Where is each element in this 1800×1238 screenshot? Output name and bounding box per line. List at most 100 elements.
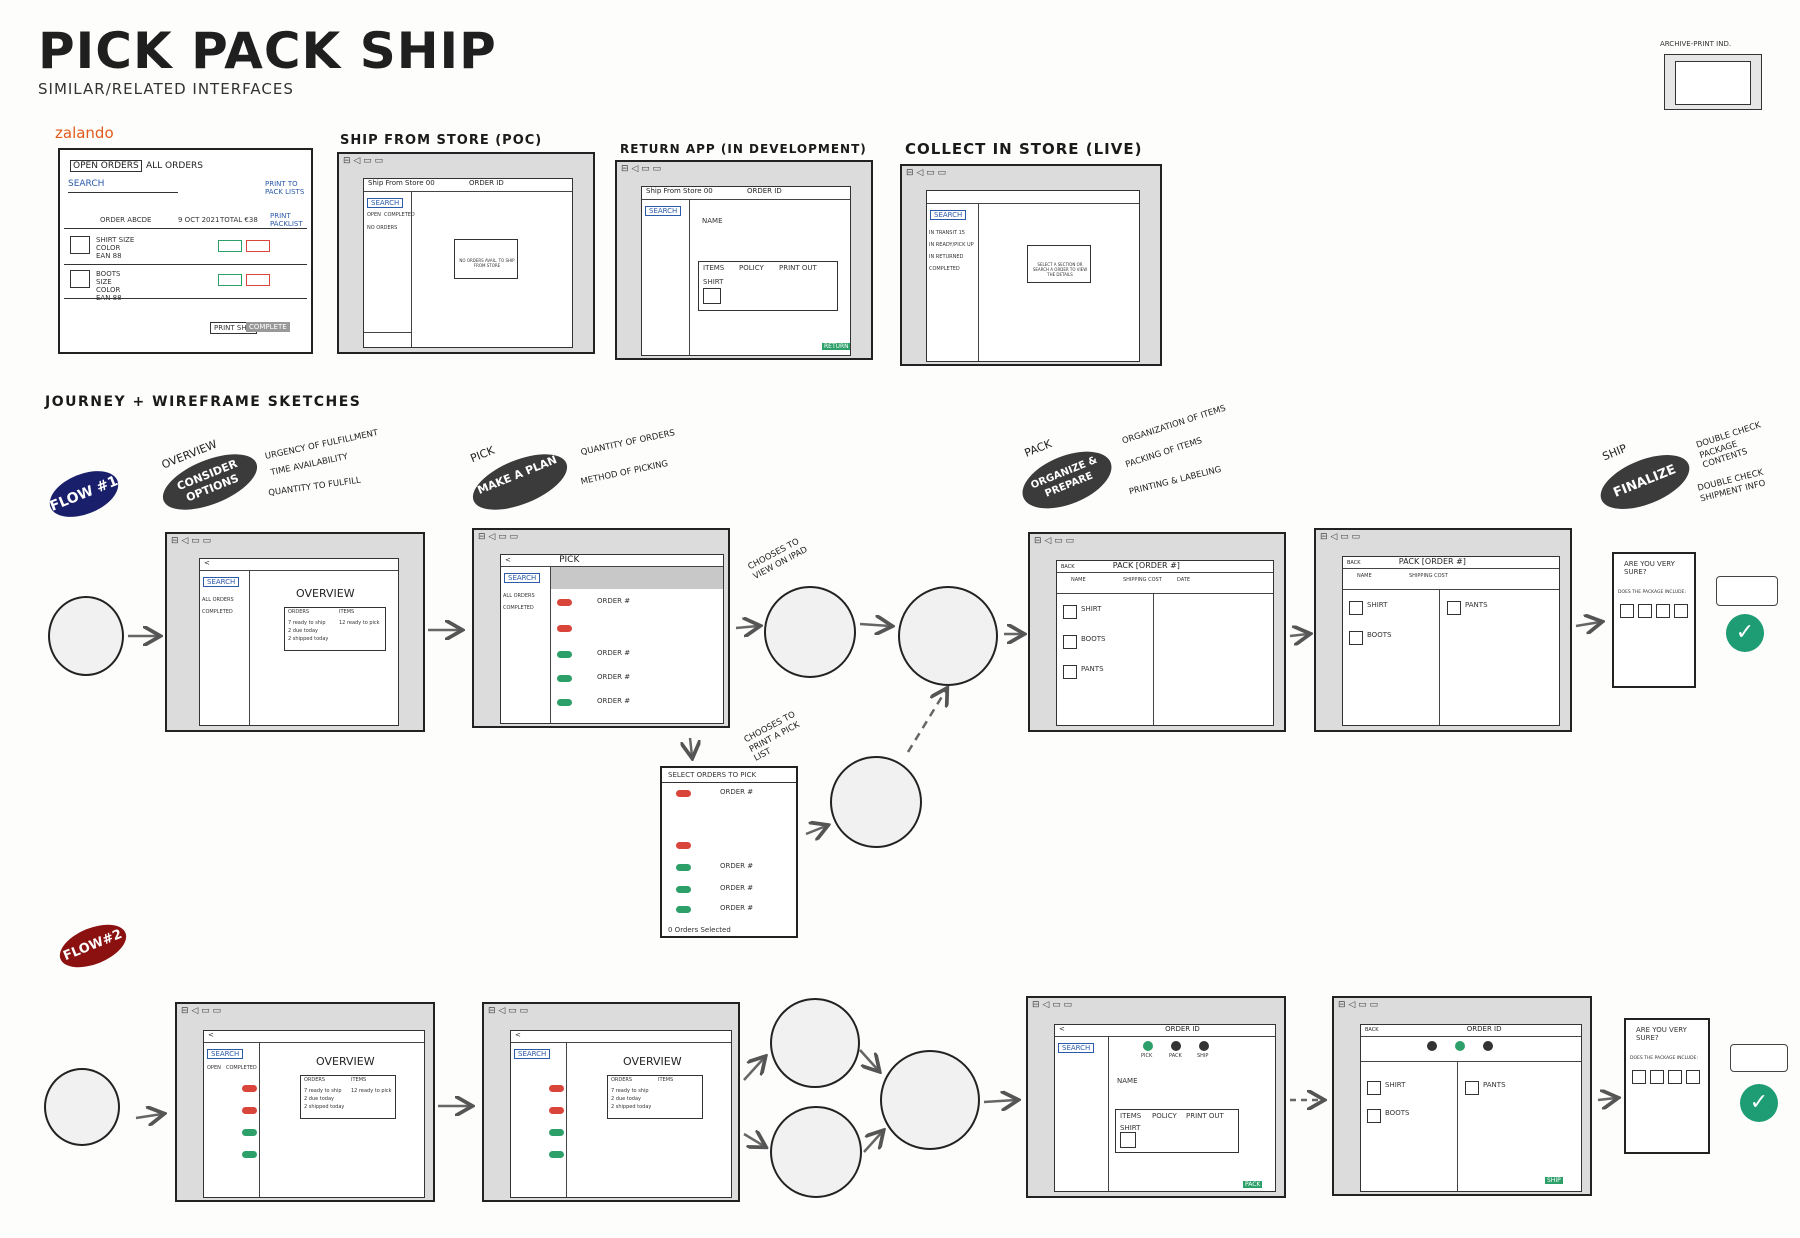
f2-pack-tablet: ⊟ ◁ ▭ ▭ BACK ORDER ID SHIRT BOOTS PANTS … [1332, 996, 1592, 1196]
sfs-tab-open[interactable]: OPEN [367, 212, 381, 218]
f1-overview-tablet: ⊟ ◁ ▭ ▭ < SEARCH ALL ORDERS COMPLETED OV… [165, 532, 425, 732]
collect-row-2[interactable]: IN READY/PICK UP [929, 242, 974, 248]
zalando-tab-all[interactable]: ALL ORDERS [146, 161, 203, 171]
shirt-icon [1120, 1132, 1136, 1148]
collect-search[interactable]: SEARCH [930, 210, 967, 220]
select-orders-panel: SELECT ORDERS TO PICK ORDER # ORDER # OR… [660, 766, 798, 938]
zalando-row-print[interactable]: PRINT PACKLIST [270, 212, 303, 228]
f1p-search[interactable]: SEARCH [504, 573, 541, 583]
f1-check-icon: ✓ [1726, 614, 1764, 652]
ret-tab-print[interactable]: PRINT OUT [779, 264, 817, 272]
f1p-title: PICK [559, 555, 580, 565]
collect-row-3[interactable]: IN RETURNED [929, 254, 964, 260]
f2k-pants: PANTS [1483, 1081, 1506, 1089]
ret-search[interactable]: SEARCH [645, 206, 682, 216]
f1-pick-tablet: ⊟ ◁ ▭ ▭ < PICK SEARCH ALL ORDERS COMPLET… [472, 528, 730, 728]
f2o-open[interactable]: OPEN [207, 1065, 221, 1071]
f1o-search[interactable]: SEARCH [203, 577, 240, 587]
f1-pack-tablet-1: ⊟ ◁ ▭ ▭ BACK PACK [ORDER #] NAME SHIPPIN… [1028, 532, 1286, 732]
ret-tab-items[interactable]: ITEMS [703, 264, 725, 272]
return-app-tablet: ⊟ ◁ ▭ ▭ Ship From Store 00 ORDER ID SEAR… [615, 160, 873, 360]
zalando-row-date: 9 OCT 2021 [178, 216, 220, 224]
ship-from-store-tablet: ⊟ ◁ ▭ ▭ Ship From Store 00 ORDER ID SEAR… [337, 152, 595, 354]
f1-pack-tablet-2: ⊟ ◁ ▭ ▭ BACK PACK [ORDER #] NAME SHIPPIN… [1314, 528, 1572, 732]
f1p-order-4[interactable]: ORDER # [597, 697, 631, 705]
f1k2-back[interactable]: BACK [1347, 560, 1361, 566]
collect-row-1[interactable]: IN TRANSIT 15 [929, 230, 965, 236]
ship-from-store-caption: SHIP FROM STORE (POC) [340, 133, 543, 148]
f2d-tab-policy[interactable]: POLICY [1152, 1112, 1177, 1120]
f1k2-pants: PANTS [1465, 601, 1488, 609]
sel-order-4[interactable]: ORDER # [720, 904, 754, 912]
f1k-boots: BOOTS [1081, 635, 1106, 643]
shirt-icon [703, 288, 721, 304]
sel-order-3[interactable]: ORDER # [720, 884, 754, 892]
zalando-search[interactable]: SEARCH [68, 179, 105, 189]
f1p-order-2[interactable]: ORDER # [597, 649, 631, 657]
collect-empty-state: SELECT A SECTION OR SEARCH A ORDER TO VI… [1027, 245, 1091, 283]
f2o-title: OVERVIEW [316, 1055, 375, 1068]
f1p-order-3[interactable]: ORDER # [597, 673, 631, 681]
f1p-completed[interactable]: COMPLETED [503, 605, 534, 611]
f2o-completed[interactable]: COMPLETED [226, 1065, 257, 1071]
f2d-tab-items[interactable]: ITEMS [1120, 1112, 1142, 1120]
ret-item: SHIRT [703, 278, 724, 286]
zalando-complete-button[interactable]: COMPLETE [246, 322, 290, 332]
collect-tablet: ⊟ ◁ ▭ ▭ SEARCH IN TRANSIT 15 IN READY/PI… [900, 164, 1162, 366]
select-count: 0 Orders Selected [668, 926, 731, 934]
boots-icon [1063, 635, 1077, 649]
persona-circle-1 [48, 596, 124, 676]
ret-return-button[interactable]: RETURN [822, 343, 850, 350]
sfs-back[interactable]: Ship From Store 00 [368, 179, 435, 187]
zalando-print[interactable]: PRINT TO PACK LISTS [265, 180, 305, 196]
f1k-title: PACK [ORDER #] [1112, 561, 1180, 570]
f2-order-tablet: ⊟ ◁ ▭ ▭ < ORDER ID SEARCH PICK PACK SHIP… [1026, 996, 1286, 1198]
f2-package-q: DOES THE PACKAGE INCLUDE: [1630, 1056, 1698, 1061]
f2d-search[interactable]: SEARCH [1058, 1043, 1095, 1053]
f2-confirm-panel: ARE YOU VERY SURE? DOES THE PACKAGE INCL… [1624, 1018, 1710, 1154]
f2k-ship-button[interactable]: SHIP [1545, 1177, 1563, 1184]
sfs-tab-completed[interactable]: COMPLETED [384, 212, 415, 218]
ret-back[interactable]: Ship From Store 00 [646, 187, 713, 195]
sel-order-1[interactable]: ORDER # [720, 788, 754, 796]
f2-overview-tablet-2: ⊟ ◁ ▭ ▭ < SEARCH OVERVIEW ORDERS ITEMS 7… [482, 1002, 740, 1202]
f2k-boots: BOOTS [1385, 1109, 1410, 1117]
select-title: SELECT ORDERS TO PICK [668, 771, 757, 779]
collect-row-4[interactable]: COMPLETED [929, 266, 960, 272]
ret-tab-policy[interactable]: POLICY [739, 264, 764, 272]
f2d-step-pack [1171, 1041, 1181, 1051]
f1o-all-orders[interactable]: ALL ORDERS [202, 597, 234, 603]
f1k2-shirt: SHIRT [1367, 601, 1388, 609]
f1k2-title: PACK [ORDER #] [1398, 557, 1466, 566]
sel-order-2[interactable]: ORDER # [720, 862, 754, 870]
ret-order-id: ORDER ID [747, 187, 782, 195]
truck-icon [1730, 1044, 1788, 1072]
f1k2-boots: BOOTS [1367, 631, 1392, 639]
f2o-search[interactable]: SEARCH [207, 1049, 244, 1059]
f1p-all-orders[interactable]: ALL ORDERS [503, 593, 535, 599]
sfs-search[interactable]: SEARCH [367, 198, 404, 208]
boots-icon [70, 270, 90, 288]
f2d-name: NAME [1117, 1077, 1138, 1085]
f2d-step-ship [1199, 1041, 1209, 1051]
f2k-shirt: SHIRT [1385, 1081, 1406, 1089]
f2-ipad-circle [770, 998, 860, 1088]
f2d-step-pick [1143, 1041, 1153, 1051]
rack-circle [830, 756, 922, 848]
f1o-completed[interactable]: COMPLETED [202, 609, 233, 615]
f2d-pack-button[interactable]: PACK [1243, 1181, 1263, 1188]
f1p-order-1[interactable]: ORDER # [597, 597, 631, 605]
f2o2-search[interactable]: SEARCH [514, 1049, 551, 1059]
archive-label: ARCHIVE-PRINT IND. [1660, 40, 1732, 48]
f2k-back[interactable]: BACK [1365, 1027, 1379, 1033]
f2d-tab-print[interactable]: PRINT OUT [1186, 1112, 1224, 1120]
f1k-back[interactable]: BACK [1061, 564, 1075, 570]
f2-rack-circle [770, 1106, 862, 1198]
journey-section-label: JOURNEY + WIREFRAME SKETCHES [45, 394, 362, 410]
zalando-brand: zalando [55, 124, 114, 142]
f2o2-title: OVERVIEW [623, 1055, 682, 1068]
f2-confirm-q: ARE YOU VERY SURE? [1636, 1026, 1687, 1042]
zalando-row-total: TOTAL €38 [220, 216, 258, 224]
f2d-detail: ITEMS POLICY PRINT OUT SHIRT [1115, 1109, 1239, 1153]
zalando-tab-open[interactable]: OPEN ORDERS [70, 160, 142, 172]
